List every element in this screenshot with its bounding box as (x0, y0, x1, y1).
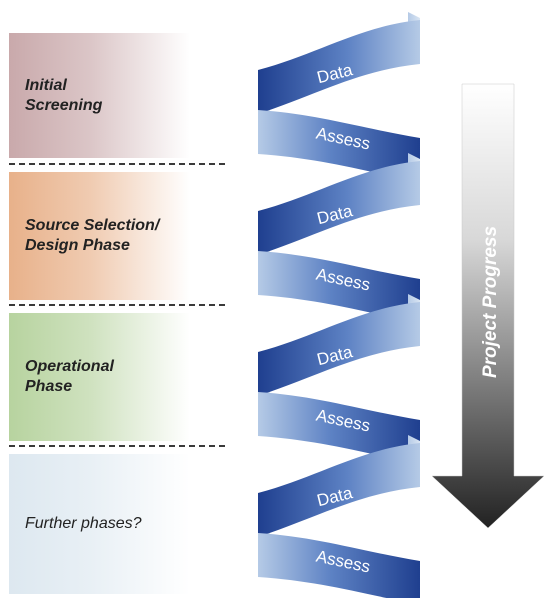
helix-assess-ribbon (258, 110, 420, 182)
phase-source-selection: Source Selection/ Design Phase (9, 172, 190, 300)
phase-label: Source Selection/ Design Phase (25, 217, 160, 254)
helix-assess-ribbon (258, 392, 420, 464)
phase-further: Further phases? (9, 454, 190, 594)
helix-assess-ribbon (258, 533, 420, 598)
helix-data-ribbon (258, 161, 420, 255)
helix-data-ribbon (258, 20, 420, 114)
helix-assess-ribbon (258, 251, 420, 323)
progress-arrow-label: Project Progress (480, 226, 501, 378)
phase-label: Operational Phase (25, 358, 114, 395)
phase-initial-screening: Initial Screening (9, 33, 190, 158)
phase-divider (9, 304, 225, 306)
phase-label: Further phases? (25, 515, 142, 532)
phase-divider (9, 163, 225, 165)
progress-arrow-shape (431, 83, 544, 529)
phase-operational: Operational Phase (9, 313, 190, 441)
helix-data-ribbon (258, 302, 420, 396)
helix-data-ribbon (258, 443, 420, 537)
phase-label: Initial Screening (25, 76, 103, 114)
phase-divider (9, 445, 225, 447)
